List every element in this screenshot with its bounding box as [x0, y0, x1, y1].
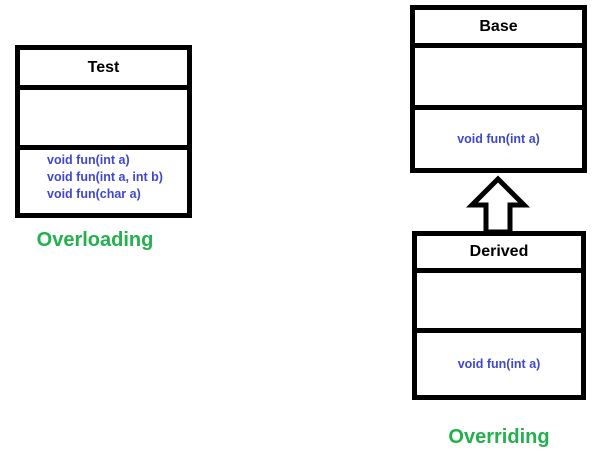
- class-box-derived: Derived void fun(int a): [412, 231, 586, 400]
- method-line: void fun(int a, int b): [47, 170, 163, 184]
- class-box-test: Test void fun(int a) void fun(int a, int…: [15, 45, 192, 218]
- class-attributes-empty: [20, 90, 187, 150]
- class-methods-base: void fun(int a): [415, 110, 582, 168]
- class-title-derived: Derived: [417, 236, 581, 273]
- method-line: void fun(int a): [47, 153, 130, 167]
- method-line: void fun(char a): [47, 187, 141, 201]
- method-line: void fun(int a): [457, 132, 540, 146]
- class-methods-test: void fun(int a) void fun(int a, int b) v…: [20, 150, 187, 213]
- class-title-base: Base: [415, 10, 582, 48]
- class-attributes-empty: [417, 273, 581, 333]
- overriding-label: Overriding: [448, 426, 550, 448]
- class-methods-derived: void fun(int a): [417, 333, 581, 395]
- class-attributes-empty: [415, 48, 582, 110]
- class-box-base: Base void fun(int a): [410, 5, 587, 173]
- inheritance-arrow-icon: [465, 175, 531, 235]
- class-title-test: Test: [20, 50, 187, 90]
- method-line: void fun(int a): [457, 357, 541, 371]
- overloading-label: Overloading: [36, 229, 154, 251]
